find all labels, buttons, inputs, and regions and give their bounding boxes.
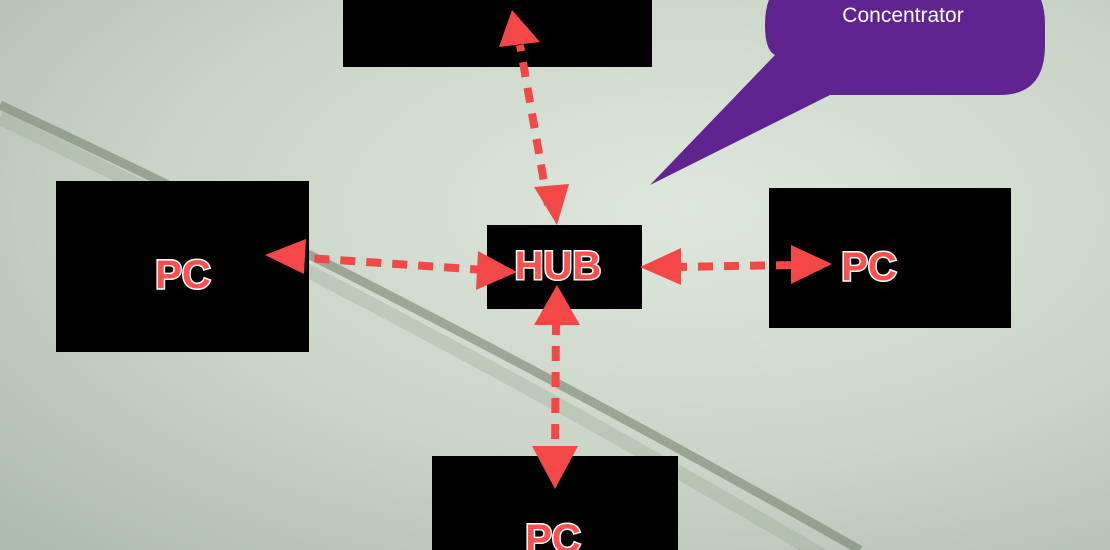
arrowhead-right-outer	[791, 245, 832, 284]
arrowhead-right-hub	[640, 248, 681, 285]
connection-hub-top	[516, 44, 552, 206]
left-pc-box	[56, 181, 309, 352]
connection-hub-bottom	[551, 319, 560, 455]
connections	[292, 44, 799, 455]
arrowhead-bottom-hub	[534, 285, 580, 325]
arrowheads	[265, 10, 832, 489]
connection-hub-left	[292, 253, 486, 274]
callout-bubble	[650, 0, 1045, 185]
concentrator-callout: Concentrator	[650, 0, 1045, 185]
bottom-pc-label: PC	[525, 517, 581, 550]
callout-text: Concentrator	[842, 4, 963, 27]
left-pc-label: PC	[155, 253, 211, 297]
arrowhead-left-hub	[476, 251, 517, 290]
arrowhead-left-outer	[265, 239, 306, 274]
arrowhead-top-outer	[499, 10, 540, 47]
arrowhead-bottom-outer	[532, 446, 578, 489]
hub-label: HUB	[515, 244, 602, 288]
hub-box	[487, 225, 642, 309]
right-pc-label: PC	[841, 245, 897, 289]
background-streak	[0, 100, 863, 550]
background-streak-soft	[0, 111, 827, 550]
top-node-box	[343, 0, 652, 67]
arrowhead-top-hub	[534, 184, 569, 225]
connection-hub-right	[671, 261, 799, 271]
